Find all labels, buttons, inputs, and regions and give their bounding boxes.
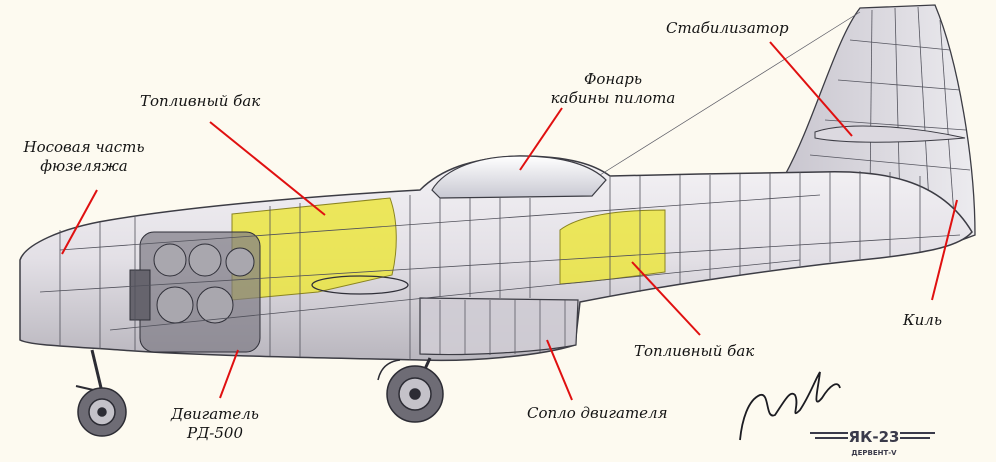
wing-root-section xyxy=(311,275,409,295)
label-nose-line2: фюзеляжа xyxy=(40,157,128,175)
label-engine-line2: РД-500 xyxy=(187,424,243,442)
fin-structure xyxy=(809,6,971,231)
label-engine: Двигатель РД-500 xyxy=(160,405,270,443)
label-fuel-tank-bottom: Топливный бак xyxy=(634,342,755,360)
logo-name: ЯК-23 xyxy=(849,428,900,446)
leader-canopy xyxy=(519,107,563,171)
leader-fuel-tank-bottom xyxy=(631,261,701,336)
nose-landing-gear xyxy=(75,349,127,437)
artist-signature xyxy=(739,371,841,441)
leader-engine xyxy=(219,349,239,399)
yak-23-logo: ЯК-23 ДЕРВЕНТ-V xyxy=(810,428,935,457)
label-nose: Носовая часть фюзеляжа xyxy=(14,138,154,176)
label-engine-line1: Двигатель xyxy=(171,405,259,423)
leader-lines xyxy=(61,41,958,401)
label-fuel-tank-top: Топливный бак xyxy=(140,92,261,110)
label-nose-line1: Носовая часть xyxy=(23,138,145,156)
main-landing-gear xyxy=(377,357,444,423)
nozzle-structure xyxy=(439,300,566,355)
leader-stabilizer xyxy=(769,41,853,137)
leader-fuel-tank-top xyxy=(209,121,326,216)
leader-nozzle xyxy=(546,339,573,401)
label-canopy-line2: кабины пилота xyxy=(550,89,676,107)
engine-nozzle xyxy=(419,297,579,356)
fuel-tank-rear xyxy=(559,209,666,285)
label-canopy: Фонарь кабины пилота xyxy=(548,70,678,108)
leader-nose xyxy=(61,189,98,255)
fuselage-frames xyxy=(39,171,961,360)
label-nozzle: Сопло двигателя xyxy=(527,404,668,422)
horizontal-stabilizer xyxy=(814,125,966,143)
fuel-tank-forward xyxy=(231,197,397,301)
label-fin: Киль xyxy=(903,311,942,329)
antenna-wire xyxy=(599,11,861,176)
label-stabilizer: Стабилизатор xyxy=(666,19,789,37)
label-canopy-line1: Фонарь xyxy=(583,70,643,88)
cockpit-canopy xyxy=(431,155,607,199)
leader-fin xyxy=(931,199,958,301)
engine-rd-500 xyxy=(129,231,261,353)
logo-subtitle: ДЕРВЕНТ-V xyxy=(851,449,897,457)
